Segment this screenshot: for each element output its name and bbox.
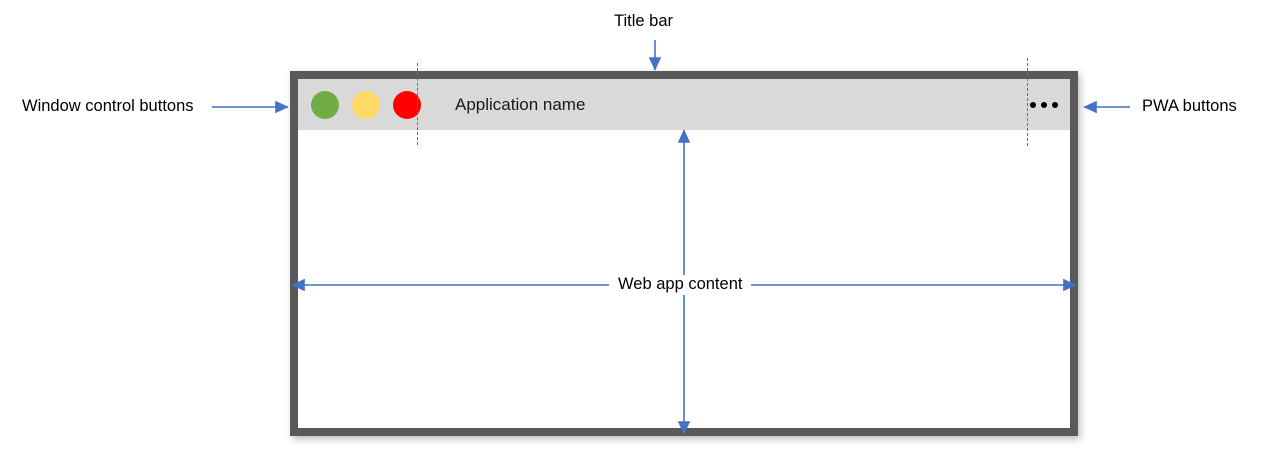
maximize-button[interactable] xyxy=(352,90,380,119)
ellipsis-dot-1 xyxy=(1030,101,1036,108)
guide-line-pwa-buttons xyxy=(1027,58,1028,146)
close-button[interactable] xyxy=(393,90,421,119)
ellipsis-icon[interactable] xyxy=(1030,101,1058,108)
minimize-button[interactable] xyxy=(311,90,339,119)
annotation-web-app-content: Web app content xyxy=(609,275,752,295)
annotation-title-bar: Title bar xyxy=(614,12,673,30)
window-control-buttons xyxy=(311,90,421,119)
ellipsis-dot-3 xyxy=(1052,101,1058,108)
guide-line-window-controls xyxy=(417,63,418,145)
ellipsis-dot-2 xyxy=(1041,101,1047,108)
annotation-pwa-buttons: PWA buttons xyxy=(1142,97,1237,115)
annotation-window-control-buttons: Window control buttons xyxy=(22,97,194,115)
application-window: Application name xyxy=(290,71,1078,436)
application-name: Application name xyxy=(455,94,586,114)
title-bar[interactable]: Application name xyxy=(298,79,1070,130)
